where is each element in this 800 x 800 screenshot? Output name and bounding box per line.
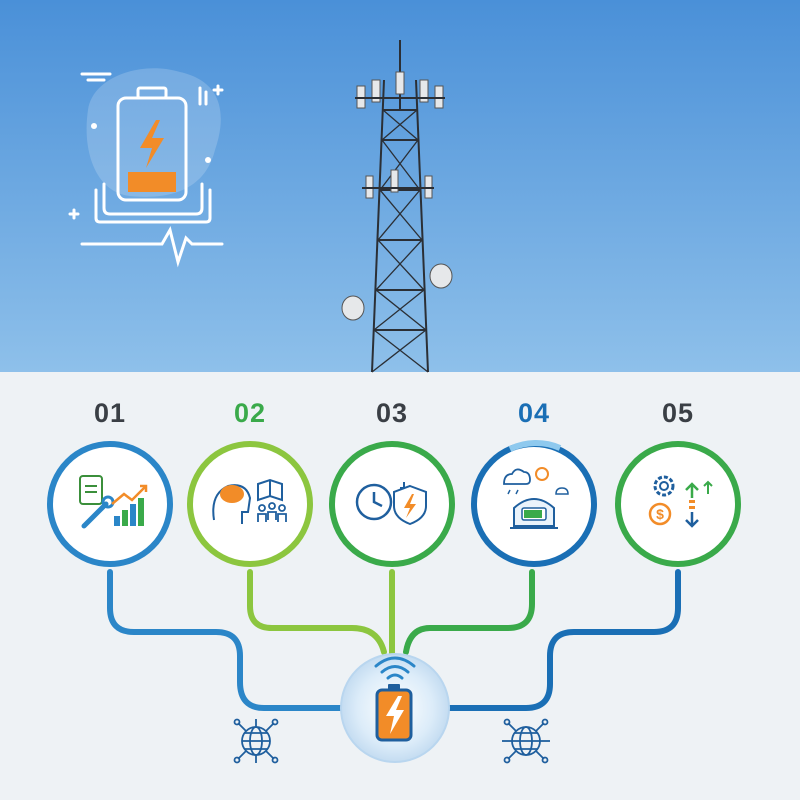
gear-icon bbox=[653, 475, 675, 497]
connectors bbox=[107, 569, 681, 711]
step-01 bbox=[47, 441, 173, 567]
battery-shield-icon bbox=[393, 484, 427, 526]
globe-network-icon bbox=[233, 718, 279, 764]
team-icon bbox=[257, 502, 287, 522]
connector-04 bbox=[403, 569, 535, 655]
step-05-number: 05 bbox=[661, 398, 695, 428]
step-03-number: 03 bbox=[375, 398, 409, 428]
growth-chart-icon bbox=[111, 484, 148, 526]
svg-text:$: $ bbox=[656, 506, 664, 522]
brain-head-icon bbox=[212, 484, 252, 524]
cell-tower bbox=[341, 40, 453, 373]
battery-charging-icon bbox=[68, 68, 224, 268]
up-down-arrows-icon bbox=[685, 480, 713, 528]
step-02-number: 02 bbox=[233, 398, 267, 428]
clipboard-icon bbox=[79, 475, 103, 505]
battery-enclosure-icon bbox=[510, 498, 558, 529]
step-04 bbox=[471, 440, 597, 567]
clock-icon bbox=[355, 483, 393, 521]
connector-02 bbox=[247, 569, 387, 655]
weather-icon bbox=[503, 467, 569, 495]
connector-01 bbox=[107, 569, 347, 711]
step-02 bbox=[187, 441, 313, 567]
wireless-battery-icon bbox=[374, 656, 416, 742]
step-05: $ bbox=[615, 441, 741, 567]
hub bbox=[340, 653, 450, 763]
dollar-icon: $ bbox=[648, 502, 672, 526]
step-04-number: 04 bbox=[517, 398, 551, 428]
step-03 bbox=[329, 441, 455, 567]
step-01-number: 01 bbox=[93, 398, 127, 428]
globe-network-icon bbox=[502, 718, 550, 764]
book-icon bbox=[257, 478, 283, 502]
connector-05 bbox=[443, 569, 681, 711]
